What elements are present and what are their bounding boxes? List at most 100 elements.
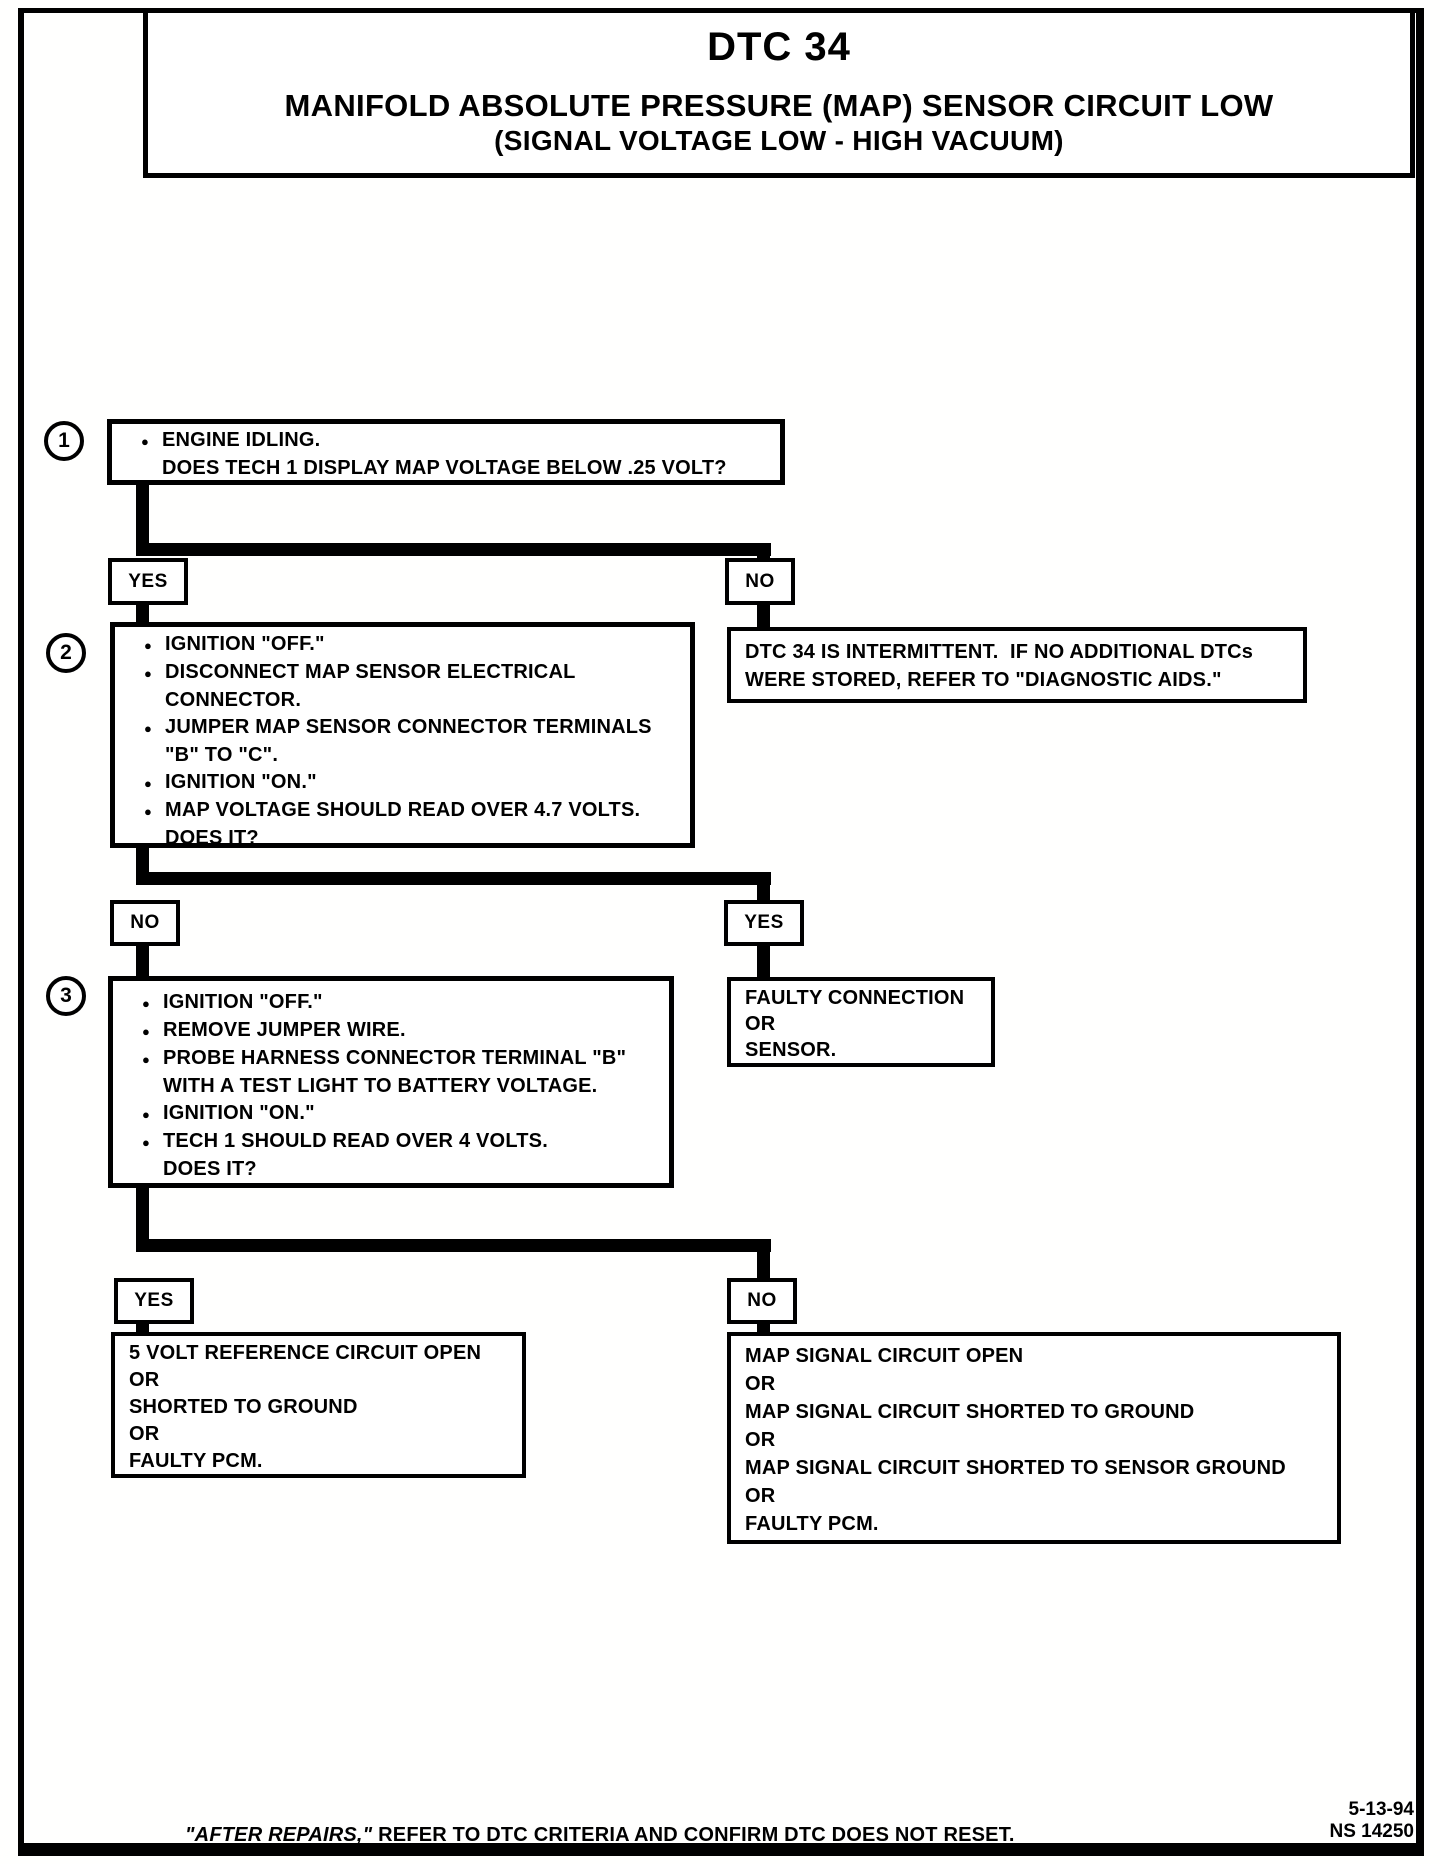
flow-text: ENGINE IDLING. [162,429,321,451]
step-1-circle: 1 [44,421,84,461]
decision-no-2: NO [110,900,180,946]
title-box: DTC 34 MANIFOLD ABSOLUTE PRESSURE (MAP) … [143,8,1415,178]
document-id-block: 5-13-94 NS 14250 [1280,1799,1414,1843]
flow-text-line: DOES IT? [131,825,684,852]
flow-text: "B" TO "C". [165,744,279,766]
result-text: MAP SIGNAL CIRCUIT OPEN [745,1345,1024,1367]
connector-line [136,1239,771,1252]
flow-text: DOES IT? [163,1158,257,1180]
flow-text-line: ●IGNITION "OFF." [131,631,684,659]
connector-line [757,605,770,627]
result-text: MAP SIGNAL CIRCUIT SHORTED TO GROUND [745,1401,1195,1423]
flow-text: IGNITION "OFF." [165,633,325,655]
decision-label: YES [744,912,784,933]
result-text: 5 VOLT REFERENCE CIRCUIT OPEN [129,1342,482,1364]
step-3-circle: 3 [46,976,86,1016]
page-title: DTC 34 [707,25,851,69]
result-text: FAULTY PCM. [745,1513,879,1535]
step-1-number: 1 [58,429,70,452]
document-number: NS 14250 [1329,1821,1414,1842]
after-repairs-italic: "AFTER REPAIRS," [185,1824,373,1846]
decision-label: NO [130,912,160,933]
step-2-action-box: ●IGNITION "OFF." ●DISCONNECT MAP SENSOR … [110,622,695,849]
decision-yes-1: YES [108,558,188,605]
flow-text-line: ●IGNITION "ON." [129,1100,663,1128]
flow-text-line: ● IGNITION "OFF." [129,989,663,1017]
decision-no-3: NO [727,1278,797,1324]
page-border-bottom [18,1843,1424,1856]
step-1-action-box: ●ENGINE IDLING. DOES TECH 1 DISPLAY MAP … [107,419,785,485]
flow-text: JUMPER MAP SENSOR CONNECTOR TERMINALS [165,716,652,738]
page-subtitle-2: (SIGNAL VOLTAGE LOW - HIGH VACUUM) [494,125,1064,156]
result-text: WERE STORED, REFER TO "DIAGNOSTIC AIDS." [745,669,1222,691]
page-border-left [18,8,24,1856]
connector-line [136,946,149,976]
result-text: OR [745,1013,776,1035]
page-border-right [1416,8,1424,1856]
flow-text: MAP VOLTAGE SHOULD READ OVER 4.7 VOLTS. [165,799,641,821]
bullet-icon: ● [143,666,153,681]
decision-label: NO [747,1290,777,1311]
page-subtitle: MANIFOLD ABSOLUTE PRESSURE (MAP) SENSOR … [284,88,1274,123]
bullet-icon: ● [141,1052,151,1067]
result-text: OR [745,1373,776,1395]
flow-text: PROBE HARNESS CONNECTOR TERMINAL "B" [163,1047,627,1069]
step-2-number: 2 [60,641,72,664]
bullet-icon: ● [143,721,153,736]
flow-text-line: CONNECTOR. [131,687,684,714]
decision-label: NO [745,570,775,592]
flow-text-line: WITH A TEST LIGHT TO BATTERY VOLTAGE. [129,1073,663,1100]
connector-line [757,872,770,900]
result-text: SENSOR. [745,1039,837,1061]
connector-line [136,605,149,622]
result-text: OR [745,1485,776,1507]
result-text: OR [745,1429,776,1451]
flow-text: DOES TECH 1 DISPLAY MAP VOLTAGE BELOW .2… [162,457,727,479]
result-five-volt-box: 5 VOLT REFERENCE CIRCUIT OPEN OR SHORTED… [111,1332,526,1478]
result-map-signal-box: MAP SIGNAL CIRCUIT OPEN OR MAP SIGNAL CI… [727,1332,1341,1544]
flow-text-line: ● REMOVE JUMPER WIRE. [129,1017,663,1045]
after-repairs-note: "AFTER REPAIRS," REFER TO DTC CRITERIA A… [185,1824,1015,1847]
bullet-icon: ● [141,1107,151,1122]
flow-text-line: ●TECH 1 SHOULD READ OVER 4 VOLTS. [129,1128,663,1156]
decision-yes-3: YES [114,1278,194,1324]
flow-text: IGNITION "OFF." [163,991,323,1013]
decision-yes-2: YES [724,900,804,946]
connector-line [136,485,149,556]
bullet-icon: ● [141,996,151,1011]
step-3-number: 3 [60,984,72,1007]
flow-text-line: "B" TO "C". [131,742,684,769]
decision-no-1: NO [725,558,795,605]
result-faulty-connection-box: FAULTY CONNECTION OR SENSOR. [727,977,995,1067]
bullet-icon: ● [143,776,153,791]
connector-line [136,872,771,885]
flow-text-line: ● PROBE HARNESS CONNECTOR TERMINAL "B" [129,1045,663,1073]
flow-text-line: ●IGNITION "ON." [131,769,684,797]
connector-line [136,543,771,556]
connector-line [136,1324,149,1334]
flow-text-line: ● DISCONNECT MAP SENSOR ELECTRICAL [131,659,684,687]
flow-text-line: ●ENGINE IDLING. [128,427,774,455]
bullet-icon: ● [141,1024,151,1039]
flow-text-line: ● MAP VOLTAGE SHOULD READ OVER 4.7 VOLTS. [131,797,684,825]
connector-line [757,543,770,558]
revision-date: 5-13-94 [1348,1799,1415,1820]
decision-label: YES [134,1290,174,1311]
result-text: OR [129,1423,160,1445]
connector-line [757,1239,770,1278]
result-text: FAULTY CONNECTION [745,987,965,1009]
flow-text: CONNECTOR. [165,689,302,711]
flow-text: WITH A TEST LIGHT TO BATTERY VOLTAGE. [163,1075,598,1097]
flow-text-line: DOES IT? [129,1156,663,1183]
result-text: SHORTED TO GROUND [129,1396,358,1418]
connector-line [757,946,770,977]
bullet-icon: ● [141,1135,151,1150]
decision-label: YES [128,570,168,592]
flow-text: DISCONNECT MAP SENSOR ELECTRICAL [165,661,576,683]
flow-text-line: ● JUMPER MAP SENSOR CONNECTOR TERMINALS [131,714,684,742]
step-2-circle: 2 [46,633,86,673]
bullet-icon: ● [143,804,153,819]
flow-text: REMOVE JUMPER WIRE. [163,1019,406,1041]
result-intermittent-box: DTC 34 IS INTERMITTENT. IF NO ADDITIONAL… [727,627,1307,703]
